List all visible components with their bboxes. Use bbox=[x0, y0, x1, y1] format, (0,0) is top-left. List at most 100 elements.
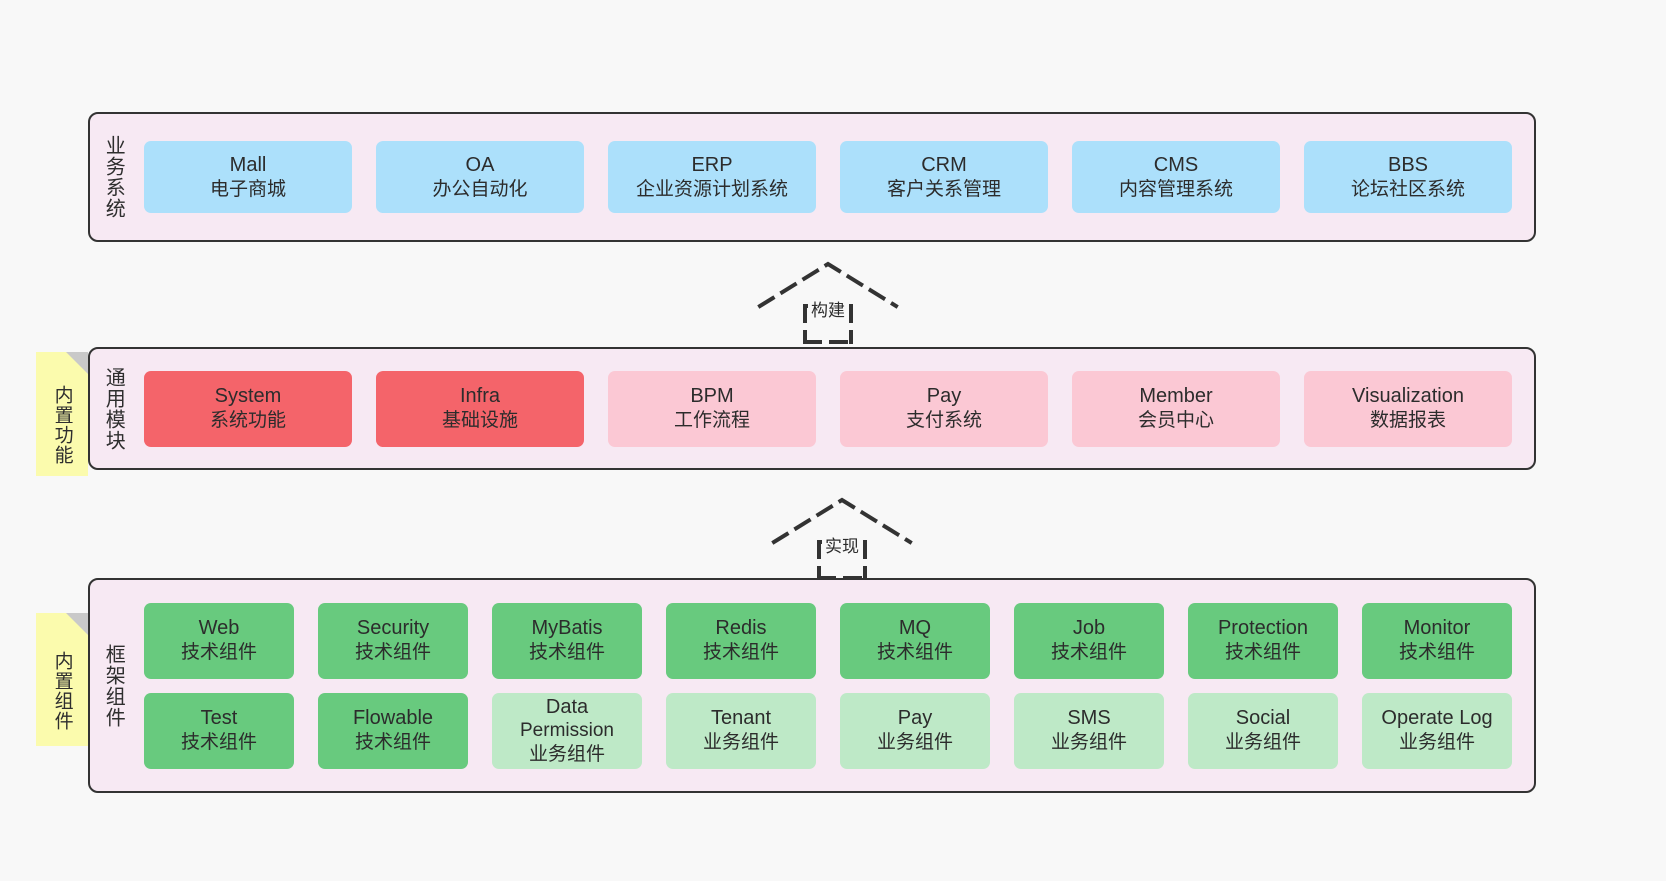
card-title: BPM bbox=[690, 385, 734, 408]
card-social[interactable]: Social 业务组件 bbox=[1188, 692, 1338, 769]
card-title: Web bbox=[198, 617, 240, 640]
card-subtitle: 业务组件 bbox=[1398, 732, 1475, 754]
card-subtitle: 业务组件 bbox=[1050, 732, 1127, 754]
card-job[interactable]: Job 技术组件 bbox=[1014, 602, 1164, 679]
card-subtitle: 技术组件 bbox=[354, 732, 431, 754]
layer-framework-components: 框架组件 Web 技术组件 Security 技术组件 MyBatis 技术组件… bbox=[88, 578, 1536, 793]
card-redis[interactable]: Redis 技术组件 bbox=[666, 602, 816, 679]
card-title: Operate Log bbox=[1381, 707, 1493, 730]
note-tab-builtin-function: 内置功能 bbox=[36, 352, 88, 476]
card-title: Test bbox=[200, 707, 238, 730]
card-subtitle: 系统功能 bbox=[209, 410, 286, 432]
card-mq[interactable]: MQ 技术组件 bbox=[840, 602, 990, 679]
folded-corner-icon bbox=[66, 613, 88, 635]
card-title: ERP bbox=[691, 153, 733, 176]
card-subtitle: 技术组件 bbox=[180, 732, 257, 754]
card-test[interactable]: Test 技术组件 bbox=[144, 692, 294, 769]
card-sms[interactable]: SMS 业务组件 bbox=[1014, 692, 1164, 769]
card-title: Security bbox=[356, 617, 430, 640]
card-subtitle: 技术组件 bbox=[528, 642, 605, 664]
card-title: Social bbox=[1235, 707, 1291, 730]
layer-common-modules: 通用模块 System 系统功能 Infra 基础设施 BPM 工作流程 Pay… bbox=[88, 347, 1536, 470]
card-subtitle: 技术组件 bbox=[1398, 642, 1475, 664]
card-subtitle: 内容管理系统 bbox=[1118, 178, 1233, 200]
card-title: OA bbox=[465, 153, 495, 176]
card-title: CMS bbox=[1153, 153, 1199, 176]
card-protection[interactable]: Protection 技术组件 bbox=[1188, 602, 1338, 679]
card-pay-business[interactable]: Pay 业务组件 bbox=[840, 692, 990, 769]
card-subtitle: 技术组件 bbox=[876, 642, 953, 664]
card-title: Pay bbox=[897, 707, 933, 730]
connector-implement-label: 实现 bbox=[822, 532, 862, 557]
card-subtitle: 会员中心 bbox=[1137, 410, 1214, 432]
card-row: Test 技术组件 Flowable 技术组件 Data Permission … bbox=[144, 692, 1512, 769]
implement-arrow-icon bbox=[771, 497, 913, 580]
card-subtitle: 业务组件 bbox=[876, 732, 953, 754]
card-member[interactable]: Member 会员中心 bbox=[1072, 370, 1280, 447]
card-title: Flowable bbox=[352, 707, 434, 730]
card-title: BBS bbox=[1387, 153, 1429, 176]
card-row: Web 技术组件 Security 技术组件 MyBatis 技术组件 Redi… bbox=[144, 602, 1512, 679]
layer-body-framework-components: Web 技术组件 Security 技术组件 MyBatis 技术组件 Redi… bbox=[136, 580, 1534, 791]
card-title: Visualization bbox=[1352, 385, 1464, 408]
card-bpm[interactable]: BPM 工作流程 bbox=[608, 370, 816, 447]
card-title: CRM bbox=[921, 153, 967, 176]
layer-body-common-modules: System 系统功能 Infra 基础设施 BPM 工作流程 Pay 支付系统… bbox=[136, 349, 1534, 468]
layer-business-system: 业务系统 Mall 电子商城 OA 办公自动化 ERP 企业资源计划系统 CRM… bbox=[88, 112, 1536, 242]
card-subtitle: 工作流程 bbox=[673, 410, 750, 432]
card-subtitle: 基础设施 bbox=[441, 410, 518, 432]
card-subtitle: 企业资源计划系统 bbox=[635, 178, 788, 200]
note-tab-label: 内置组件 bbox=[51, 650, 73, 731]
card-subtitle: 技术组件 bbox=[702, 642, 779, 664]
folded-corner-icon bbox=[66, 352, 88, 374]
card-title: Member bbox=[1139, 385, 1213, 408]
card-row: Mall 电子商城 OA 办公自动化 ERP 企业资源计划系统 CRM 客户关系… bbox=[144, 141, 1512, 213]
card-subtitle: 支付系统 bbox=[905, 410, 982, 432]
connector-implement: 实现 bbox=[766, 494, 918, 580]
card-crm[interactable]: CRM 客户关系管理 bbox=[840, 141, 1048, 213]
card-operate-log[interactable]: Operate Log 业务组件 bbox=[1362, 692, 1512, 769]
card-title: MyBatis bbox=[531, 617, 603, 640]
card-subtitle: 技术组件 bbox=[1050, 642, 1127, 664]
card-flowable[interactable]: Flowable 技术组件 bbox=[318, 692, 468, 769]
card-title: Monitor bbox=[1403, 617, 1471, 640]
card-title: Data bbox=[545, 695, 589, 718]
card-title: System bbox=[214, 385, 282, 408]
layer-label-business-system: 业务系统 bbox=[102, 135, 125, 219]
card-subtitle: 业务组件 bbox=[702, 732, 779, 754]
card-title: MQ bbox=[898, 617, 932, 640]
card-title: Redis bbox=[715, 617, 767, 640]
card-monitor[interactable]: Monitor 技术组件 bbox=[1362, 602, 1512, 679]
card-title-line2: Permission bbox=[520, 720, 614, 742]
card-infra[interactable]: Infra 基础设施 bbox=[376, 370, 584, 447]
card-title: Job bbox=[1072, 617, 1106, 640]
card-title: SMS bbox=[1067, 707, 1111, 730]
card-subtitle: 业务组件 bbox=[528, 743, 605, 765]
note-tab-builtin-component: 内置组件 bbox=[36, 613, 88, 746]
card-bbs[interactable]: BBS 论坛社区系统 bbox=[1304, 141, 1512, 213]
card-title: Pay bbox=[926, 385, 962, 408]
card-web[interactable]: Web 技术组件 bbox=[144, 602, 294, 679]
card-mall[interactable]: Mall 电子商城 bbox=[144, 141, 352, 213]
build-arrow-icon bbox=[757, 261, 899, 344]
card-pay[interactable]: Pay 支付系统 bbox=[840, 370, 1048, 447]
layer-label-framework-components: 框架组件 bbox=[102, 643, 125, 728]
card-cms[interactable]: CMS 内容管理系统 bbox=[1072, 141, 1280, 213]
card-subtitle: 技术组件 bbox=[180, 642, 257, 664]
card-subtitle: 办公自动化 bbox=[432, 178, 528, 200]
card-visualization[interactable]: Visualization 数据报表 bbox=[1304, 370, 1512, 447]
card-system[interactable]: System 系统功能 bbox=[144, 370, 352, 447]
connector-build: 构建 bbox=[752, 258, 904, 344]
card-title: Protection bbox=[1217, 617, 1309, 640]
layer-label-common-modules: 通用模块 bbox=[102, 366, 125, 451]
card-subtitle: 业务组件 bbox=[1224, 732, 1301, 754]
card-title: Mall bbox=[229, 153, 267, 176]
card-erp[interactable]: ERP 企业资源计划系统 bbox=[608, 141, 816, 213]
card-security[interactable]: Security 技术组件 bbox=[318, 602, 468, 679]
card-oa[interactable]: OA 办公自动化 bbox=[376, 141, 584, 213]
card-tenant[interactable]: Tenant 业务组件 bbox=[666, 692, 816, 769]
card-subtitle: 技术组件 bbox=[1224, 642, 1301, 664]
card-mybatis[interactable]: MyBatis 技术组件 bbox=[492, 602, 642, 679]
card-data-permission[interactable]: Data Permission 业务组件 bbox=[492, 692, 642, 769]
